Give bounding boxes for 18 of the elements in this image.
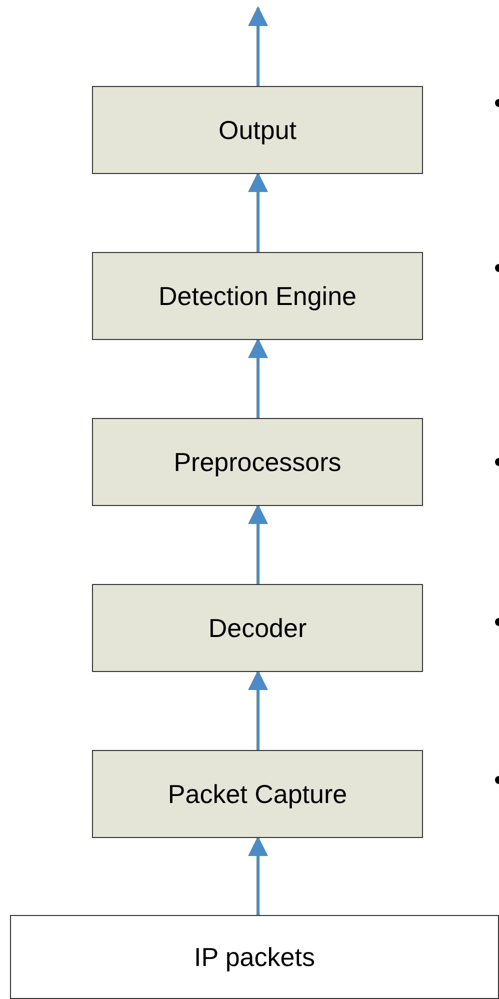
process-box [92,418,423,506]
box-label: Detection Engine [158,280,357,312]
arrow [248,172,268,252]
input-box [10,915,499,999]
process-box [92,86,423,174]
arrow [248,6,268,86]
box-label: Output [218,114,297,146]
box-label: Preprocessors [174,446,342,478]
arrow [248,836,268,915]
box-label: Decoder [208,612,307,644]
box-label: IP packets [194,942,315,972]
process-box [92,252,423,340]
arrow [248,338,268,418]
process-box [92,584,423,672]
arrow [248,504,268,584]
process-box [92,750,423,838]
arrow [248,670,268,750]
box-label: Packet Capture [168,778,348,810]
